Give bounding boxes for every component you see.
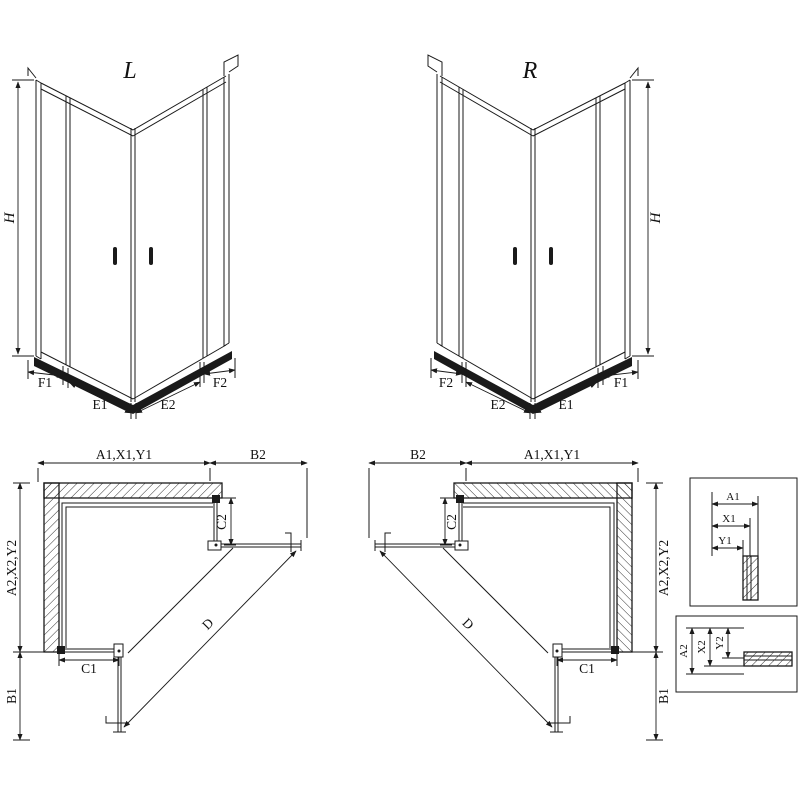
detail-bottom-dim-x2: X2 <box>696 640 708 653</box>
plan-right-side-depth-label: A2,X2,Y2 <box>656 540 671 596</box>
tray-rim <box>61 502 213 648</box>
fixed-front-panel <box>57 643 124 658</box>
entry-diagonal <box>123 547 297 728</box>
top-dimensions <box>37 460 308 538</box>
iso-left-dim-f1: F1 <box>38 375 52 390</box>
iso-right-dim-e2: E2 <box>491 397 506 412</box>
open-door-front <box>105 657 127 733</box>
fixed-side-panel <box>207 495 222 551</box>
iso-right-title: R <box>522 58 538 84</box>
plan-left-door-width-label: B2 <box>250 447 266 462</box>
plan-right-front-panel-label: C1 <box>579 661 595 676</box>
detail-top-dim-x1: X1 <box>722 513 735 525</box>
plan-right-top-width-label: A1,X1,Y1 <box>524 447 580 462</box>
shower-tray <box>34 351 232 414</box>
detail-bottom-dim-a2: A2 <box>678 644 690 657</box>
plan-right-door-width-label: B2 <box>410 447 426 462</box>
iso-view-left-geometry <box>12 54 239 419</box>
iso-left-dim-e1: E1 <box>93 397 108 412</box>
glass-enclosure-frame <box>27 54 239 402</box>
iso-left-dim-e2: E2 <box>161 397 176 412</box>
plan-right-entry-label: D <box>459 615 477 633</box>
height-dimension <box>12 79 34 357</box>
detail-box-bottom <box>675 615 798 693</box>
iso-right-dim-f2: F2 <box>439 375 453 390</box>
detail-top-dim-y1: Y1 <box>718 535 731 547</box>
iso-left-dim-f2: F2 <box>213 375 227 390</box>
iso-left-title: L <box>122 58 136 84</box>
detail-bottom-dim-y2: Y2 <box>714 636 726 649</box>
iso-right-height-label: H <box>648 211 664 224</box>
plan-left-top-width-label: A1,X1,Y1 <box>96 447 152 462</box>
plan-left-front-door-label: B1 <box>4 688 19 704</box>
open-door-side <box>221 532 302 552</box>
profile-section-horizontal <box>743 651 793 667</box>
plan-left-side-panel-label: C2 <box>214 514 229 530</box>
detail-box-top <box>689 477 798 607</box>
profile-section-vertical <box>742 555 759 601</box>
iso-right-dim-e1: E1 <box>559 397 574 412</box>
width-dimensions <box>27 358 236 419</box>
iso-view-right-geometry <box>428 55 654 419</box>
plan-right-side-panel-label: C2 <box>444 514 459 530</box>
plan-view-right-geometry <box>369 463 663 740</box>
detail-top-dim-a1: A1 <box>726 491 739 503</box>
iso-left-height-label: H <box>2 211 18 224</box>
side-dimensions <box>13 482 236 741</box>
iso-right-dim-f1: F1 <box>614 375 628 390</box>
walls <box>43 482 223 653</box>
plan-right-front-door-label: B1 <box>656 688 671 704</box>
plan-view-left-geometry <box>13 460 308 741</box>
plan-left-entry-label: D <box>199 615 217 633</box>
plan-left-side-depth-label: A2,X2,Y2 <box>4 540 19 596</box>
plan-left-front-panel-label: C1 <box>81 661 97 676</box>
door-handles <box>113 247 153 265</box>
